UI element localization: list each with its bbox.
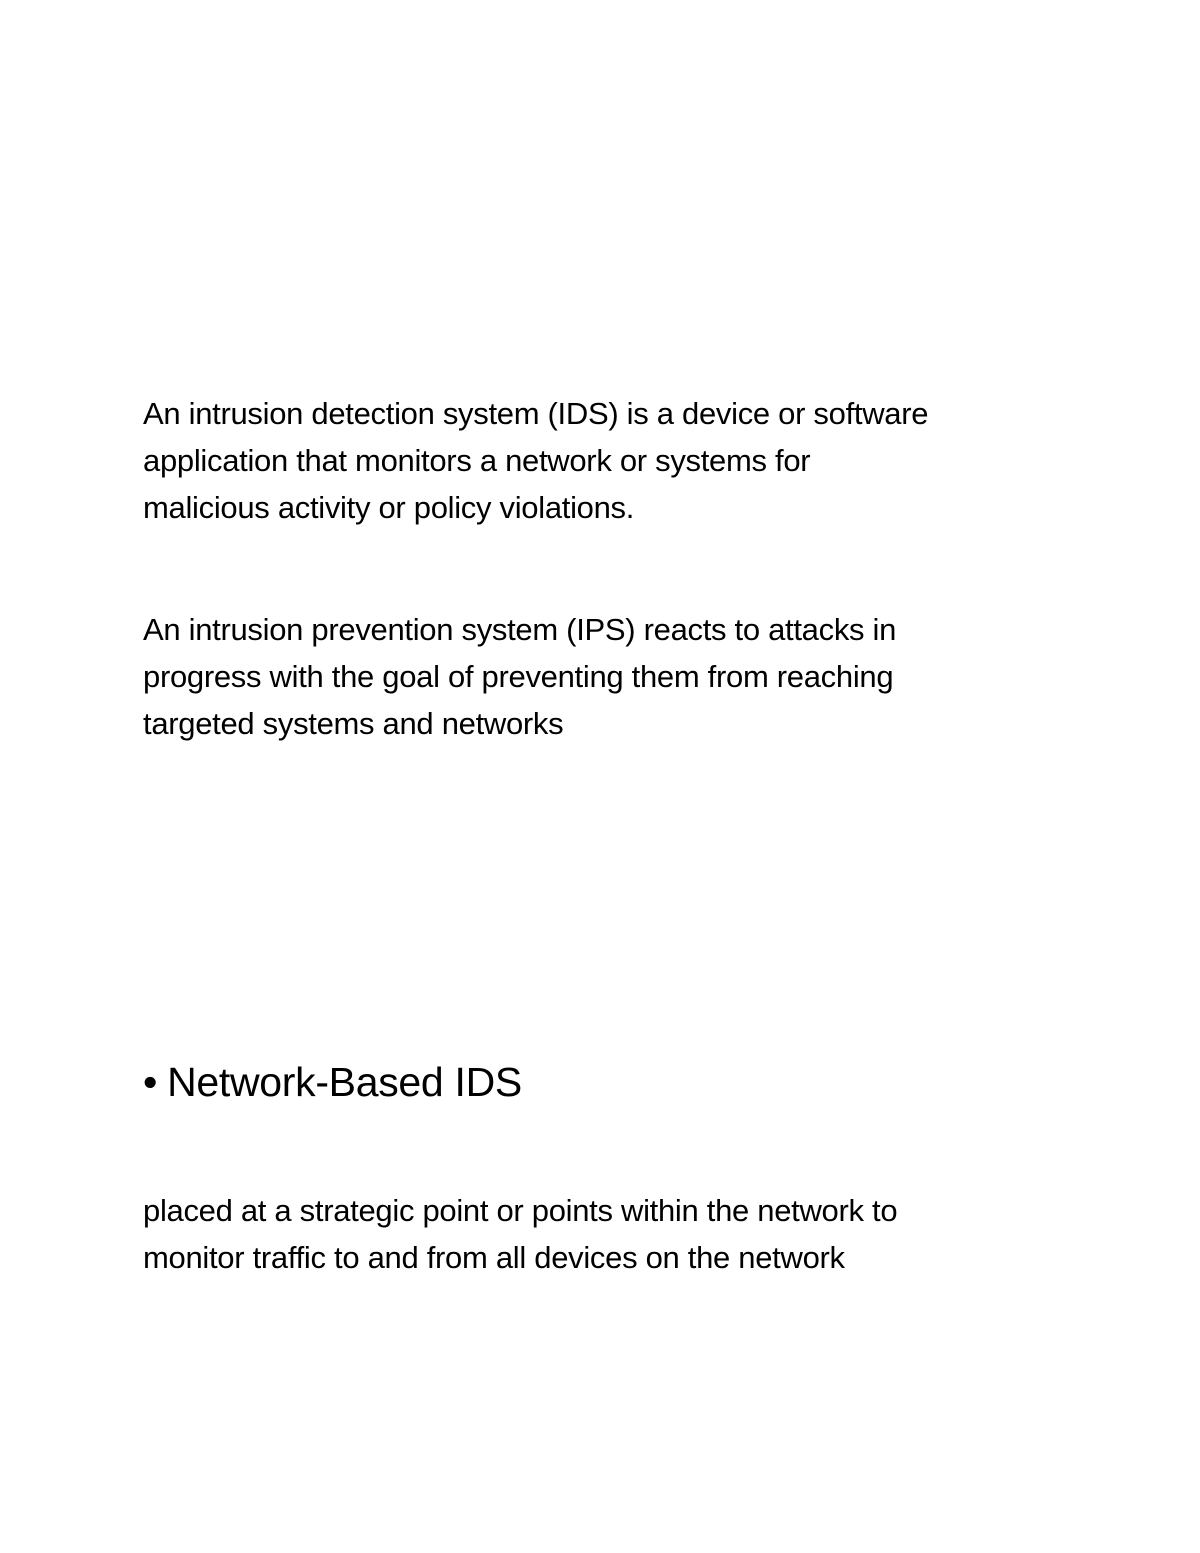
text-line: placed at a strategic point or points wi… bbox=[143, 1193, 898, 1228]
text-line: progress with the goal of preventing the… bbox=[143, 659, 894, 694]
ids-definition-paragraph: An intrusion detection system (IDS) is a… bbox=[143, 390, 928, 531]
network-based-ids-description: placed at a strategic point or points wi… bbox=[143, 1187, 898, 1281]
ips-definition-paragraph: An intrusion prevention system (IPS) rea… bbox=[143, 606, 896, 747]
heading-text: Network-Based IDS bbox=[167, 1059, 522, 1105]
text-line: application that monitors a network or s… bbox=[143, 443, 811, 478]
network-based-ids-heading: •Network-Based IDS bbox=[143, 1052, 522, 1112]
text-line: targeted systems and networks bbox=[143, 706, 564, 741]
text-line: An intrusion prevention system (IPS) rea… bbox=[143, 612, 897, 647]
text-line: monitor traffic to and from all devices … bbox=[143, 1240, 845, 1275]
bullet-icon: • bbox=[143, 1059, 158, 1105]
text-line: malicious activity or policy violations. bbox=[143, 490, 635, 525]
text-line: An intrusion detection system (IDS) is a… bbox=[143, 396, 929, 431]
